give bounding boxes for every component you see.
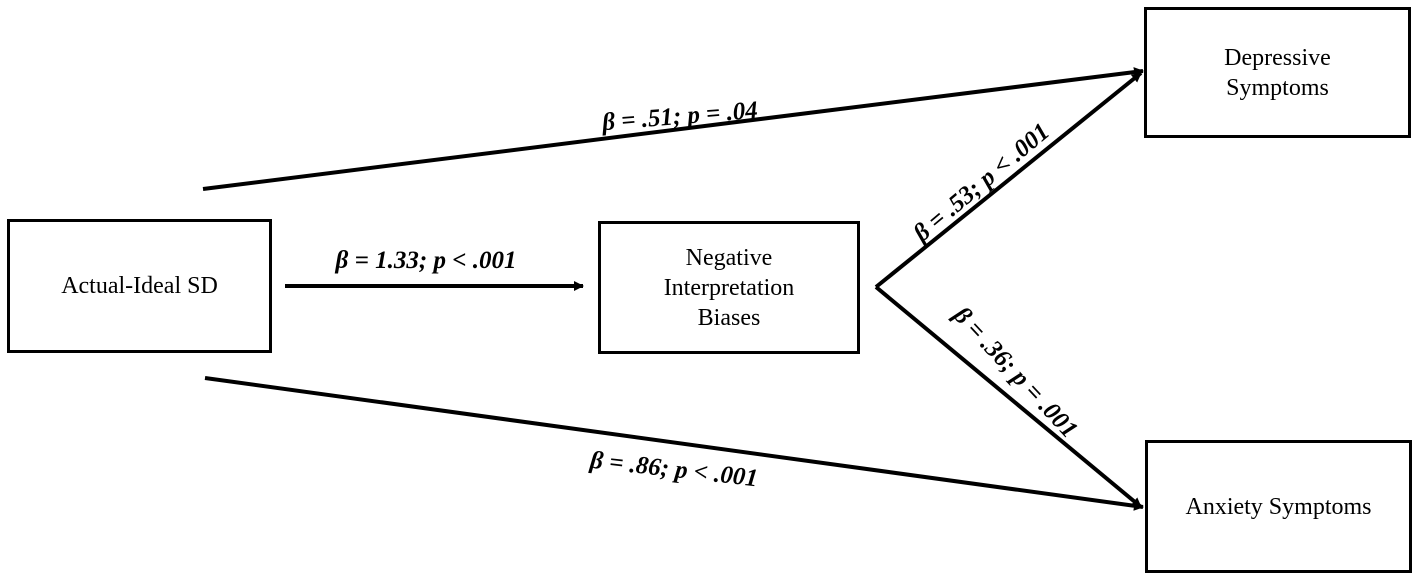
arrow-b-depression (874, 71, 1143, 289)
node-actual-ideal-sd-label: Actual-Ideal SD (61, 273, 218, 299)
node-anxiety-symptoms: Anxiety Symptoms (1145, 440, 1412, 573)
node-anxiety-symptoms-label: Anxiety Symptoms (1185, 493, 1372, 520)
label-direct-depression-beta: β = .51; (601, 102, 683, 137)
label-direct-depression-p: p = .04 (686, 96, 759, 130)
label-a-path-beta: β = 1.33; (335, 247, 428, 274)
node-depressive-symptoms-label: Depressive Symptoms (1224, 44, 1331, 101)
node-actual-ideal-sd: Actual-Ideal SD (7, 219, 272, 353)
arrow-b-anxiety (874, 285, 1143, 509)
node-negative-interpretation-biases-label: Negative Interpretation Biases (663, 244, 795, 331)
arrow-direct-depression (202, 67, 1144, 191)
node-depressive-symptoms: Depressive Symptoms (1144, 7, 1411, 138)
node-negative-interpretation-biases: Negative Interpretation Biases (598, 221, 860, 354)
label-a-path: β = 1.33; p < .001 (336, 247, 517, 275)
label-a-path-p: p < .001 (433, 247, 517, 274)
arrow-direct-anxiety (204, 376, 1144, 511)
